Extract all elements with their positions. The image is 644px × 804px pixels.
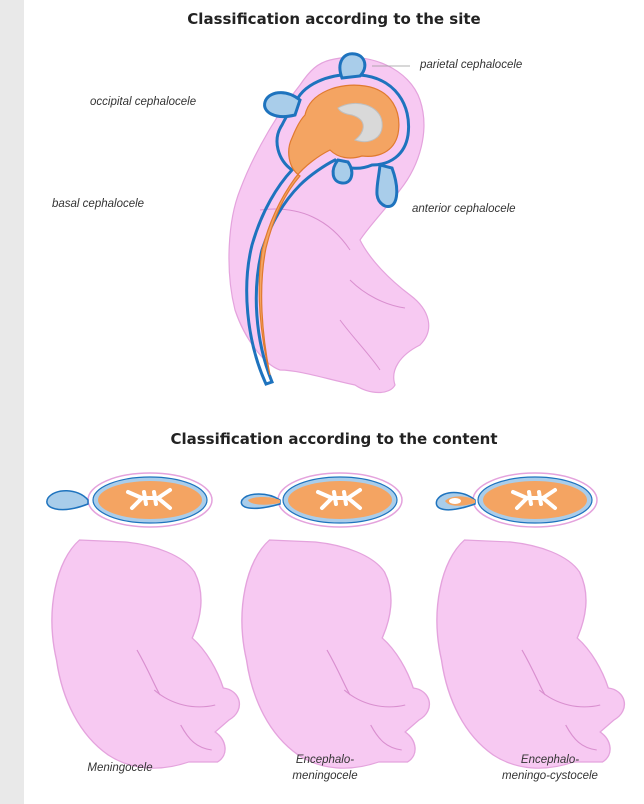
caption-meningocele-text: Meningocele [87,762,152,774]
caption-encephalomeningocele-line2: meningocele [250,768,400,784]
caption-encephalomeningocystocele: Encephalo- meningo-cystocele [475,752,625,784]
content-classification-title: Classification according to the content [24,430,644,448]
caption-meningocele: Meningocele [45,760,195,776]
caption-encephalomeningocele: Encephalo- meningocele [250,752,400,784]
parietal-sac [340,54,365,78]
encephalomeningocele-illustration [241,473,429,768]
label-anterior: anterior cephalocele [412,203,516,215]
label-basal: basal cephalocele [52,198,144,210]
meningocele-illustration [47,473,240,768]
caption-cystocele-line1: Encephalo- [475,752,625,768]
site-fetus-illustration [229,54,429,393]
basal-sac [333,160,352,183]
occipital-sac [265,93,300,117]
caption-encephalomeningocele-line1: Encephalo- [250,752,400,768]
caption-cystocele-line2: meningo-cystocele [475,768,625,784]
label-parietal: parietal cephalocele [420,59,522,71]
label-occipital: occipital cephalocele [90,96,196,108]
encephalomeningocystocele-illustration [436,473,624,768]
anterior-sac [377,165,397,207]
